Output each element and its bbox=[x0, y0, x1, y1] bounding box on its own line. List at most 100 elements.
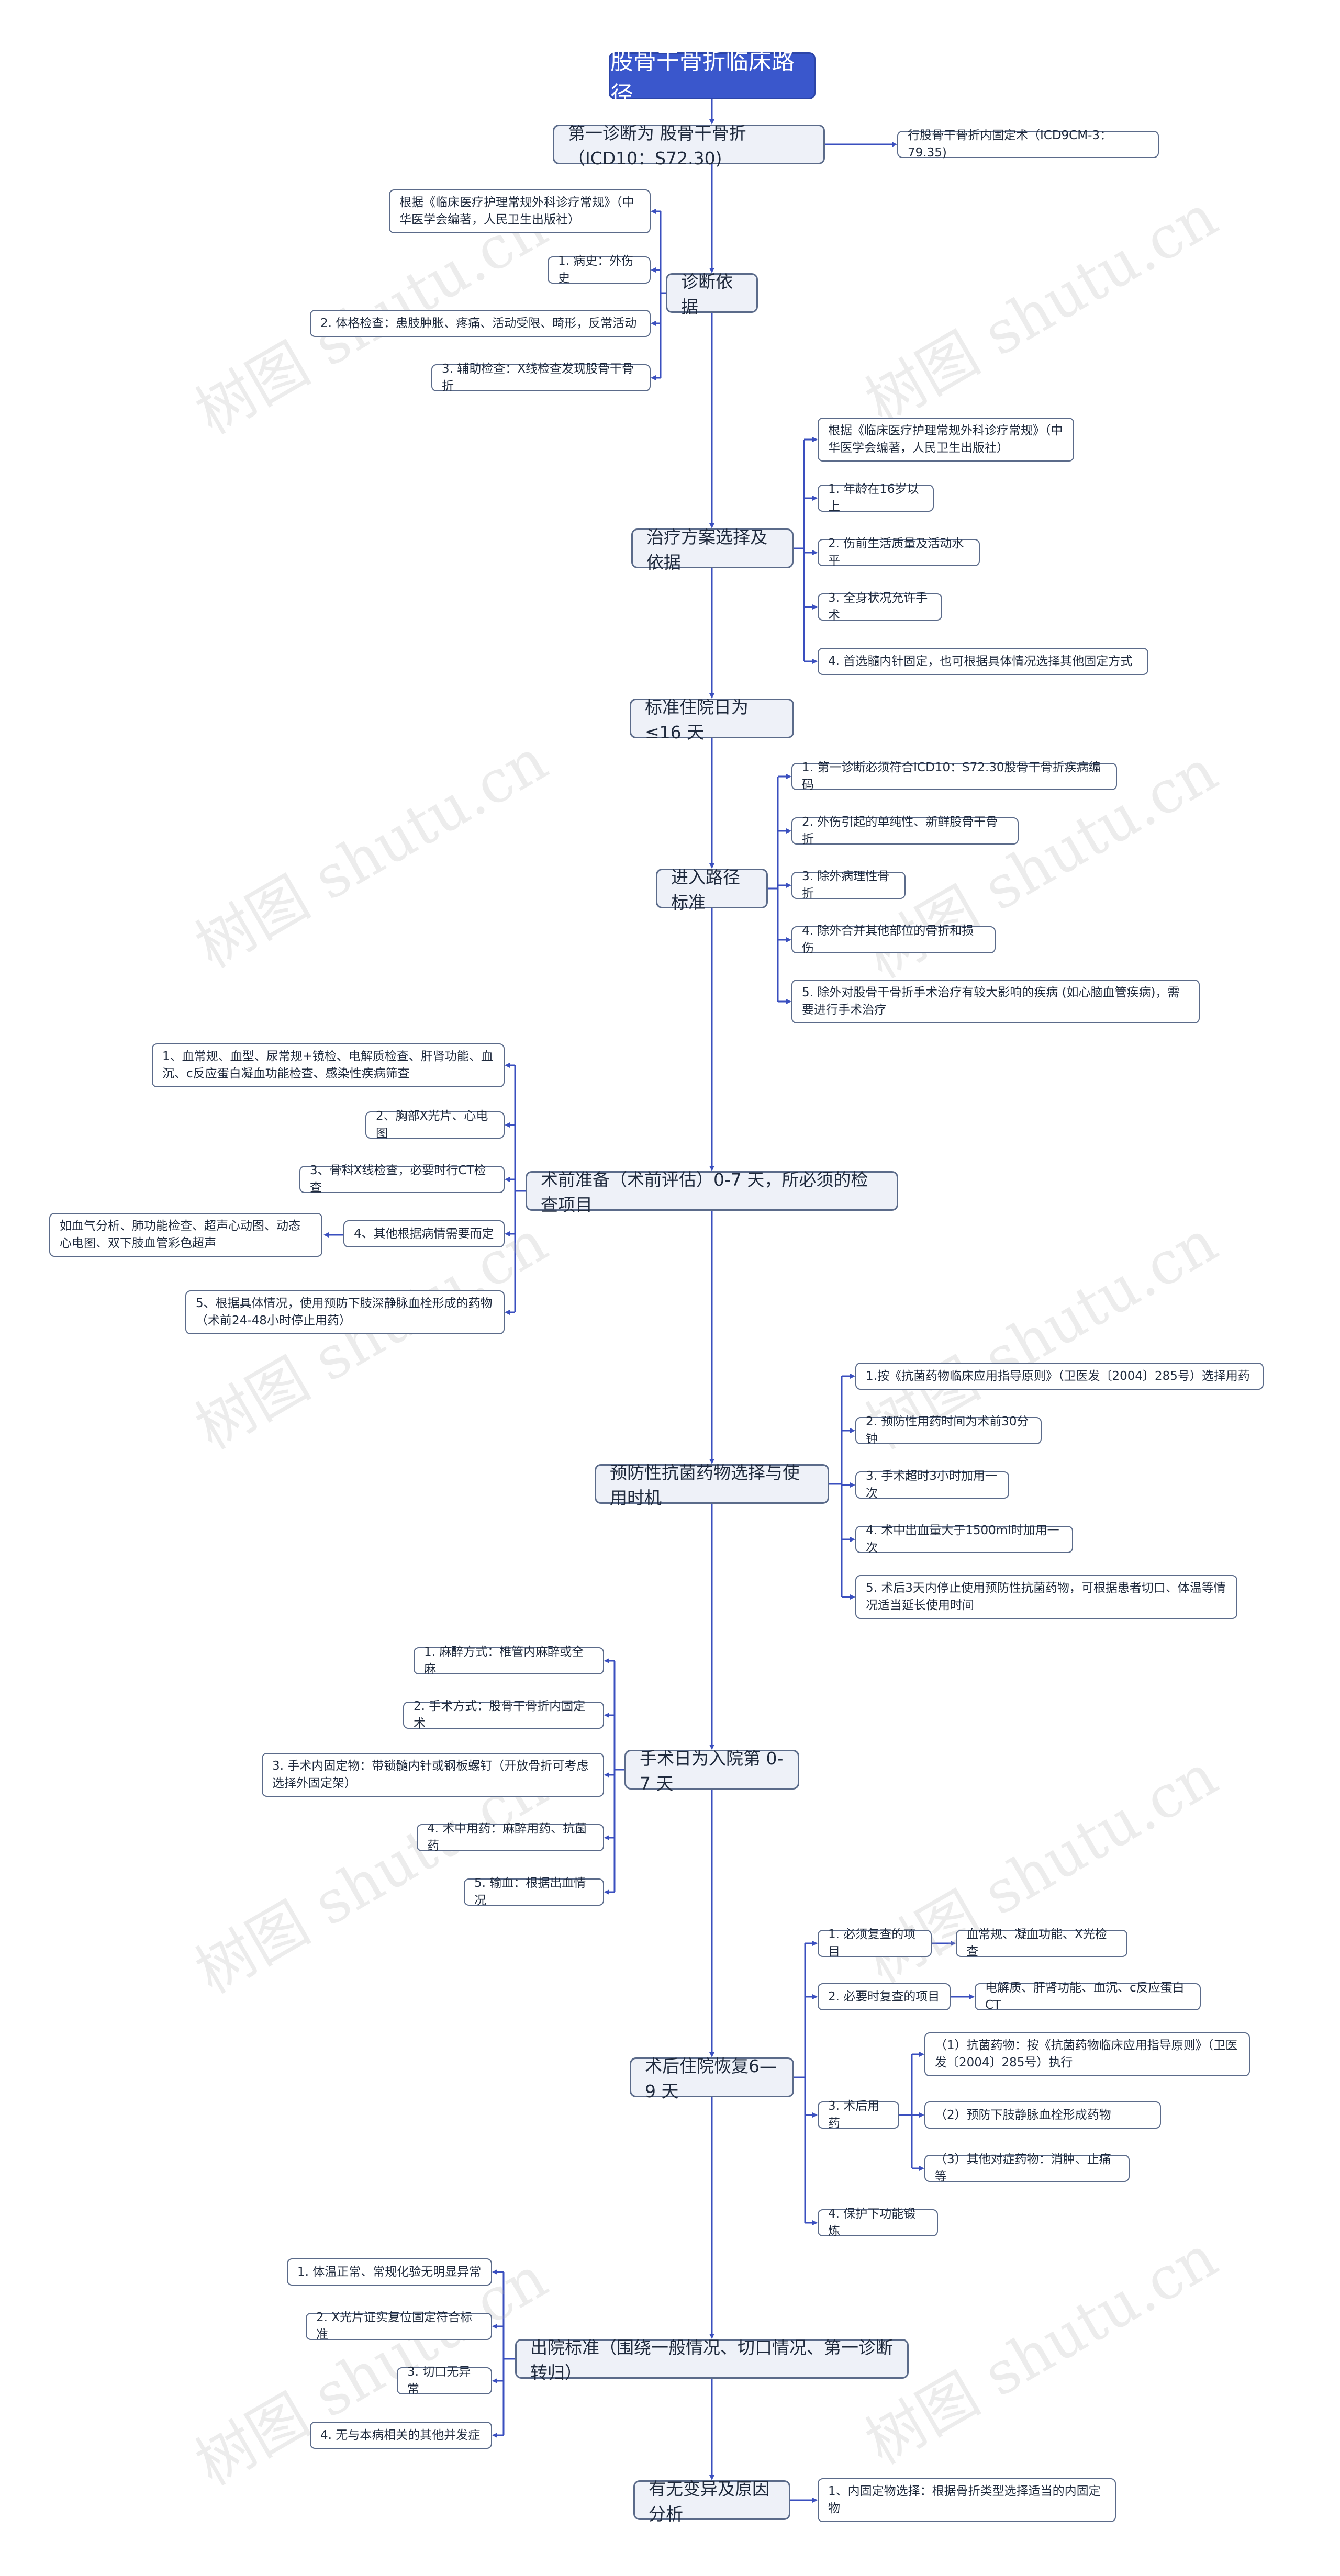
main-node-entry[interactable]: 进入路径标准 bbox=[656, 867, 768, 913]
treatment-item[interactable]: 3. 全身状况允许手术 bbox=[818, 591, 942, 622]
basis-item[interactable]: 1. 病史：外伤史 bbox=[548, 254, 651, 285]
node-text: 2. 伤前生活质量及活动水平 bbox=[828, 537, 964, 568]
surgery-item[interactable]: 5. 输血：根据出血情况 bbox=[464, 1876, 604, 1907]
main-node-preop[interactable]: 术前准备（术前评估）0-7 天，所必须的检查项目 bbox=[526, 1169, 898, 1215]
basis-item[interactable]: 根据《临床医疗护理常规外科诊疗常规》（中华医学会编著，人民卫生出版社） bbox=[389, 189, 651, 233]
entry-item[interactable]: 5. 除外对股骨干骨折手术治疗有较大影响的疾病 (如心脑血管疾病)，需要进行手术… bbox=[791, 980, 1200, 1023]
discharge-item[interactable]: 2. X光片证实复位固定符合标准 bbox=[306, 2311, 492, 2342]
surgery-item[interactable]: 3. 手术内固定物：带锁髓内针或钢板螺钉（开放骨折可考虑选择外固定架） bbox=[262, 1753, 604, 1797]
node-text: 5. 术后3天内停止使用预防性抗菌药物，可根据患者切口、体温等情况适当延长使用时… bbox=[866, 1581, 1226, 1612]
main-node-treatment[interactable]: 治疗方案选择及依据 bbox=[631, 527, 794, 572]
variation-item[interactable]: 1、内固定物选择：根据骨折类型选择适当的内固定物 bbox=[818, 2478, 1116, 2522]
antibiotic-item[interactable]: 5. 术后3天内停止使用预防性抗菌药物，可根据患者切口、体温等情况适当延长使用时… bbox=[855, 1575, 1237, 1619]
node-text: 4. 术中出血量大于1500ml时加用一次 bbox=[866, 1524, 1059, 1555]
antibiotic-item[interactable]: 3. 手术超时3小时加用一次 bbox=[855, 1469, 1009, 1500]
node-text: 5. 输血：根据出血情况 bbox=[474, 1876, 586, 1907]
main-node-discharge[interactable]: 出院标准（围绕一般情况、切口情况、第一诊断转归） bbox=[515, 2337, 909, 2383]
main-node-label: 治疗方案选择及依据 bbox=[646, 527, 767, 572]
node-text: 4. 术中用药：麻醉用药、抗菌药 bbox=[427, 1822, 587, 1853]
node-text: 1. 体温正常、常规化验无明显异常 bbox=[297, 2265, 482, 2279]
main-node-basis[interactable]: 诊断依据 bbox=[666, 272, 758, 317]
main-node-label: 有无变异及原因分析 bbox=[649, 2479, 769, 2524]
postop-item[interactable]: 1. 必须复查的项目 bbox=[818, 1928, 932, 1959]
main-node-label: 出院标准（围绕一般情况、切口情况、第一诊断转归） bbox=[530, 2337, 893, 2383]
basis-item[interactable]: 2. 体格检查：患肢肿胀、疼痛、活动受限、畸形，反常活动 bbox=[310, 310, 651, 337]
main-node-label: 术后住院恢复6—9 天 bbox=[645, 2056, 777, 2101]
node-text: 2. 外伤引起的单纯性、新鲜股骨干骨折 bbox=[802, 815, 998, 846]
preop-item[interactable]: 4、其他根据病情需要而定 bbox=[343, 1220, 505, 1247]
postop-item[interactable]: 4. 保护下功能锻炼 bbox=[818, 2207, 938, 2238]
node-text: 4. 无与本病相关的其他并发症 bbox=[320, 2428, 481, 2442]
treatment-item[interactable]: 4. 首选髓内针固定，也可根据具体情况选择其他固定方式 bbox=[818, 648, 1148, 675]
postop-item[interactable]: 3. 术后用药 bbox=[818, 2099, 899, 2130]
node-text: 3. 术后用药 bbox=[828, 2099, 880, 2130]
main-node-antibiotic[interactable]: 预防性抗菌药物选择与使用时机 bbox=[595, 1463, 829, 1508]
main-node-label: 诊断依据 bbox=[681, 272, 733, 317]
node-text: 1. 病史：外伤史 bbox=[558, 254, 634, 285]
node-text: 2. 体格检查：患肢肿胀、疼痛、活动受限、畸形，反常活动 bbox=[320, 316, 637, 330]
node-text: 4. 首选髓内针固定，也可根据具体情况选择其他固定方式 bbox=[828, 654, 1133, 668]
main-node-diagnosis[interactable]: 第一诊断为 股骨干骨折（ICD10：S72.30) bbox=[553, 123, 825, 168]
main-node-surgery[interactable]: 手术日为入院第 0-7 天 bbox=[624, 1748, 799, 1794]
node-text: 5、根据具体情况，使用预防下肢深静脉血栓形成的药物（术前24-48小时停止用药） bbox=[196, 1297, 493, 1328]
node-text: 4. 除外合并其他部位的骨折和损伤 bbox=[802, 924, 974, 955]
postop-item[interactable]: 2. 必要时复查的项目 bbox=[818, 1983, 951, 2010]
discharge-item[interactable]: 1. 体温正常、常规化验无明显异常 bbox=[287, 2258, 492, 2286]
antibiotic-item[interactable]: 2. 预防性用药时间为术前30分钟 bbox=[855, 1415, 1042, 1446]
surgery-item[interactable]: 1. 麻醉方式：椎管内麻醉或全麻 bbox=[414, 1645, 604, 1676]
diagnosis-procedure-node[interactable]: 行股骨干骨折内固定术（ICD9CM-3：79.35) bbox=[897, 129, 1159, 160]
node-text: 3. 切口无异常 bbox=[407, 2365, 471, 2396]
treatment-item[interactable]: 根据《临床医疗护理常规外科诊疗常规》（中华医学会编著，人民卫生出版社） bbox=[818, 418, 1074, 462]
postop-medication-item[interactable]: （3）其他对症药物：消肿、止痛等 bbox=[924, 2153, 1130, 2184]
preop-item[interactable]: 5、根据具体情况，使用预防下肢深静脉血栓形成的药物（术前24-48小时停止用药） bbox=[185, 1290, 505, 1334]
antibiotic-item[interactable]: 4. 术中出血量大于1500ml时加用一次 bbox=[855, 1524, 1073, 1555]
entry-item[interactable]: 2. 外伤引起的单纯性、新鲜股骨干骨折 bbox=[791, 815, 1019, 846]
node-text: 4. 保护下功能锻炼 bbox=[828, 2207, 916, 2238]
node-text: 2. 预防性用药时间为术前30分钟 bbox=[866, 1415, 1029, 1446]
main-node-label: 预防性抗菌药物选择与使用时机 bbox=[610, 1463, 800, 1508]
node-text: 根据《临床医疗护理常规外科诊疗常规》（中华医学会编著，人民卫生出版社） bbox=[828, 424, 1063, 455]
preop-item4-detail[interactable]: 如血气分析、肺功能检查、超声心动图、动态心电图、双下肢血管彩色超声 bbox=[49, 1213, 322, 1257]
entry-item[interactable]: 3. 除外病理性骨折 bbox=[791, 870, 906, 901]
node-text: （1）抗菌药物：按《抗菌药物临床应用指导原则》（卫医发〔2004〕285号）执行 bbox=[935, 2039, 1238, 2069]
main-node-label: 第一诊断为 股骨干骨折（ICD10：S72.30) bbox=[568, 123, 746, 168]
basis-item[interactable]: 3. 辅助检查：X线检查发现股骨干骨折 bbox=[431, 362, 651, 393]
node-text: （3）其他对症药物：消肿、止痛等 bbox=[935, 2153, 1111, 2184]
main-node-variation[interactable]: 有无变异及原因分析 bbox=[633, 2479, 790, 2524]
main-node-postop[interactable]: 术后住院恢复6—9 天 bbox=[630, 2056, 794, 2101]
node-text: 3. 全身状况允许手术 bbox=[828, 591, 928, 622]
node-text: 3. 手术内固定物：带锁髓内针或钢板螺钉（开放骨折可考虑选择外固定架） bbox=[272, 1759, 589, 1790]
main-node-stay[interactable]: 标准住院日为≤16 天 bbox=[630, 697, 794, 743]
node-text: 1. 麻醉方式：椎管内麻醉或全麻 bbox=[424, 1645, 584, 1676]
preop-item[interactable]: 3、骨科X线检查，必要时行CT检查 bbox=[299, 1164, 505, 1195]
node-text: 2、胸部X光片、心电图 bbox=[376, 1109, 488, 1140]
node-text: 根据《临床医疗护理常规外科诊疗常规》（中华医学会编著，人民卫生出版社） bbox=[399, 196, 634, 227]
discharge-item[interactable]: 3. 切口无异常 bbox=[397, 2365, 492, 2396]
entry-item[interactable]: 1. 第一诊断必须符合ICD10：S72.30股骨干骨折疾病编码 bbox=[791, 761, 1117, 792]
treatment-item[interactable]: 2. 伤前生活质量及活动水平 bbox=[818, 537, 980, 568]
node-text: 1. 必须复查的项目 bbox=[828, 1928, 916, 1959]
node-text: 如血气分析、肺功能检查、超声心动图、动态心电图、双下肢血管彩色超声 bbox=[60, 1219, 300, 1250]
treatment-item[interactable]: 1. 年龄在16岁以上 bbox=[818, 482, 934, 513]
node-text: （2）预防下肢静脉血栓形成药物 bbox=[935, 2108, 1111, 2122]
discharge-item[interactable]: 4. 无与本病相关的其他并发症 bbox=[310, 2422, 492, 2449]
surgery-item[interactable]: 4. 术中用药：麻醉用药、抗菌药 bbox=[417, 1822, 604, 1853]
surgery-item[interactable]: 2. 手术方式：股骨干骨折内固定术 bbox=[403, 1700, 604, 1730]
root-topic[interactable]: 股骨干骨折临床路径 bbox=[609, 48, 816, 108]
main-node-label: 手术日为入院第 0-7 天 bbox=[640, 1748, 784, 1794]
node-text: 血常规、凝血功能、X光检查 bbox=[966, 1928, 1107, 1959]
postop-medication-item[interactable]: （1）抗菌药物：按《抗菌药物临床应用指导原则》（卫医发〔2004〕285号）执行 bbox=[924, 2032, 1250, 2076]
node-text: 行股骨干骨折内固定术（ICD9CM-3：79.35) bbox=[908, 129, 1112, 160]
antibiotic-item[interactable]: 1.按《抗菌药物临床应用指导原则》（卫医发〔2004〕285号）选择用药 bbox=[855, 1363, 1264, 1390]
postop-medication-item[interactable]: （2）预防下肢静脉血栓形成药物 bbox=[924, 2101, 1161, 2129]
postop-item-detail[interactable]: 血常规、凝血功能、X光检查 bbox=[956, 1928, 1127, 1959]
main-node-label: 术前准备（术前评估）0-7 天，所必须的检查项目 bbox=[541, 1169, 868, 1215]
postop-item-detail[interactable]: 电解质、肝肾功能、血沉、c反应蛋白CT bbox=[975, 1981, 1201, 2012]
node-text: 1、内固定物选择：根据骨折类型选择适当的内固定物 bbox=[828, 2484, 1101, 2515]
preop-item[interactable]: 2、胸部X光片、心电图 bbox=[365, 1109, 505, 1140]
main-node-label: 进入路径标准 bbox=[671, 867, 740, 913]
entry-item[interactable]: 4. 除外合并其他部位的骨折和损伤 bbox=[791, 924, 996, 955]
preop-item[interactable]: 1、血常规、血型、尿常规+镜检、电解质检查、肝肾功能、血沉、c反应蛋白凝血功能检… bbox=[152, 1043, 505, 1087]
